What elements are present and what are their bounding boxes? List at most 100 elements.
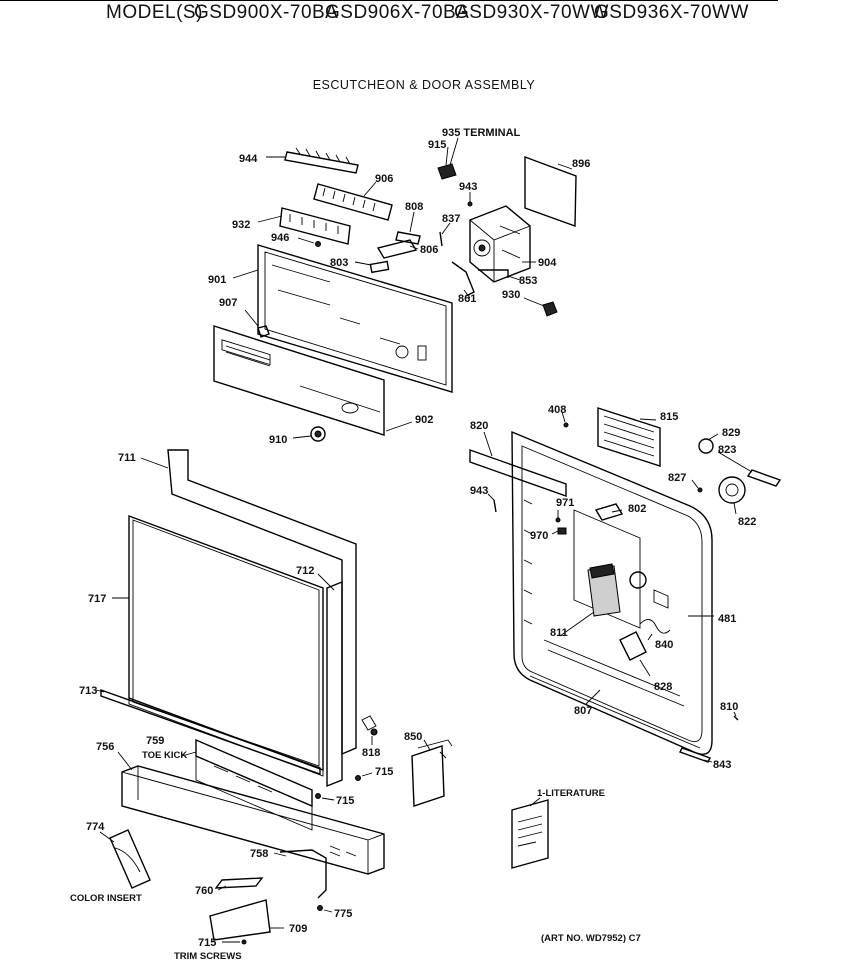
part-inner-door-liner bbox=[511, 430, 713, 755]
part-943-screw bbox=[467, 192, 473, 207]
part-823-pin bbox=[717, 451, 782, 487]
label-802: 802 bbox=[628, 503, 646, 515]
label-758: 758 bbox=[250, 848, 268, 860]
label-827: 827 bbox=[668, 472, 686, 484]
label-850: 850 bbox=[404, 731, 422, 743]
label-713: 713 bbox=[79, 685, 97, 697]
model-1: GSD900X-70BA bbox=[194, 2, 339, 23]
label-481: 481 bbox=[718, 613, 736, 625]
part-481-actuator bbox=[629, 571, 714, 617]
label-810: 810 bbox=[720, 701, 738, 713]
part-715-screw-b bbox=[315, 793, 335, 801]
part-901-control-panel bbox=[232, 244, 453, 393]
label-toe-kick: TOE KICK bbox=[142, 750, 187, 761]
part-943-screw-b bbox=[487, 493, 497, 513]
label-840: 840 bbox=[655, 639, 673, 651]
part-827-screw bbox=[691, 479, 703, 493]
part-408-screw bbox=[561, 411, 569, 428]
label-717: 717 bbox=[88, 593, 106, 605]
label-807: 807 bbox=[574, 705, 592, 717]
part-850-bracket bbox=[411, 739, 453, 807]
label-712: 712 bbox=[296, 565, 314, 577]
label-color-insert: COLOR INSERT bbox=[70, 893, 142, 904]
model-4: GSD936X-70WW bbox=[594, 2, 749, 23]
part-803-connector bbox=[354, 260, 390, 274]
label-760: 760 bbox=[195, 885, 213, 897]
part-906-connector bbox=[313, 181, 393, 221]
label-904: 904 bbox=[538, 257, 557, 269]
part-915-terminal bbox=[437, 137, 459, 180]
label-803: 803 bbox=[330, 257, 348, 269]
part-932-switch-board bbox=[257, 207, 351, 245]
label-896: 896 bbox=[572, 158, 590, 170]
part-907-knob bbox=[244, 309, 270, 338]
part-713-bottom-strip bbox=[95, 689, 321, 775]
label-943-top: 943 bbox=[459, 181, 477, 193]
part-715-trim-screw bbox=[222, 939, 247, 945]
label-907: 907 bbox=[219, 297, 237, 309]
art-number: (ART NO. WD7952) C7 bbox=[541, 933, 641, 944]
part-711-liner-bracket bbox=[140, 449, 357, 756]
part-715-screw-a bbox=[355, 772, 373, 781]
part-829-cap bbox=[698, 433, 719, 454]
label-815: 815 bbox=[660, 411, 678, 423]
part-806-bracket bbox=[376, 239, 419, 259]
part-709-trim bbox=[209, 899, 284, 941]
part-971-screw bbox=[555, 510, 561, 523]
model-2: GSD906X-70BA bbox=[325, 2, 470, 23]
part-774-color-insert bbox=[99, 829, 151, 889]
label-915: 915 bbox=[428, 139, 446, 151]
label-806: 806 bbox=[420, 244, 438, 256]
label-709: 709 bbox=[289, 923, 307, 935]
label-759: 759 bbox=[146, 735, 164, 747]
label-818: 818 bbox=[362, 747, 380, 759]
label-901: 901 bbox=[208, 274, 226, 286]
part-828-lever bbox=[619, 631, 651, 677]
part-861-switch bbox=[451, 261, 475, 299]
part-970-clip bbox=[551, 527, 567, 535]
label-943-mid: 943 bbox=[470, 485, 488, 497]
label-711: 711 bbox=[118, 452, 136, 464]
part-840-spring bbox=[639, 619, 671, 641]
part-802-hinge bbox=[594, 503, 624, 521]
label-861: 861 bbox=[458, 293, 476, 305]
part-946-screw bbox=[297, 237, 321, 247]
diagram-title: ESCUTCHEON & DOOR ASSEMBLY bbox=[312, 78, 536, 92]
label-408: 408 bbox=[548, 404, 566, 416]
label-715-c: 715 bbox=[198, 937, 216, 949]
label-902: 902 bbox=[415, 414, 433, 426]
part-712-side-channel bbox=[317, 573, 343, 788]
label-970: 970 bbox=[530, 530, 548, 542]
part-756-kick-panel bbox=[117, 751, 385, 875]
label-935-terminal: 935 TERMINAL bbox=[442, 127, 521, 139]
label-837: 837 bbox=[442, 213, 460, 225]
label-906: 906 bbox=[375, 173, 393, 185]
label-808: 808 bbox=[405, 201, 423, 213]
label-932: 932 bbox=[232, 219, 250, 231]
part-896-label bbox=[524, 155, 577, 227]
part-820-rail bbox=[469, 431, 567, 497]
label-715-a: 715 bbox=[375, 766, 393, 778]
part-815-vent bbox=[597, 407, 661, 467]
model-3: GSD930X-70WW bbox=[454, 2, 609, 23]
label-822: 822 bbox=[738, 516, 756, 528]
part-822-dispenser-knob bbox=[718, 476, 746, 515]
part-902-overlay bbox=[213, 325, 413, 436]
label-trim-screws: TRIM SCREWS bbox=[174, 951, 242, 962]
part-818-hinge-pin bbox=[361, 715, 378, 745]
label-944: 944 bbox=[239, 153, 258, 165]
part-808-bracket bbox=[395, 211, 421, 245]
label-774: 774 bbox=[86, 821, 105, 833]
part-759-toe-kick bbox=[181, 738, 313, 831]
part-810-screw bbox=[733, 711, 739, 721]
header-rule bbox=[0, 0, 778, 1]
part-944-harness bbox=[266, 147, 359, 174]
part-904-timer bbox=[469, 205, 536, 283]
label-829: 829 bbox=[722, 427, 740, 439]
part-1-literature bbox=[511, 797, 549, 869]
label-811: 811 bbox=[550, 627, 568, 639]
label-775: 775 bbox=[334, 908, 352, 920]
part-775-screw bbox=[317, 905, 333, 913]
label-823: 823 bbox=[718, 444, 736, 456]
